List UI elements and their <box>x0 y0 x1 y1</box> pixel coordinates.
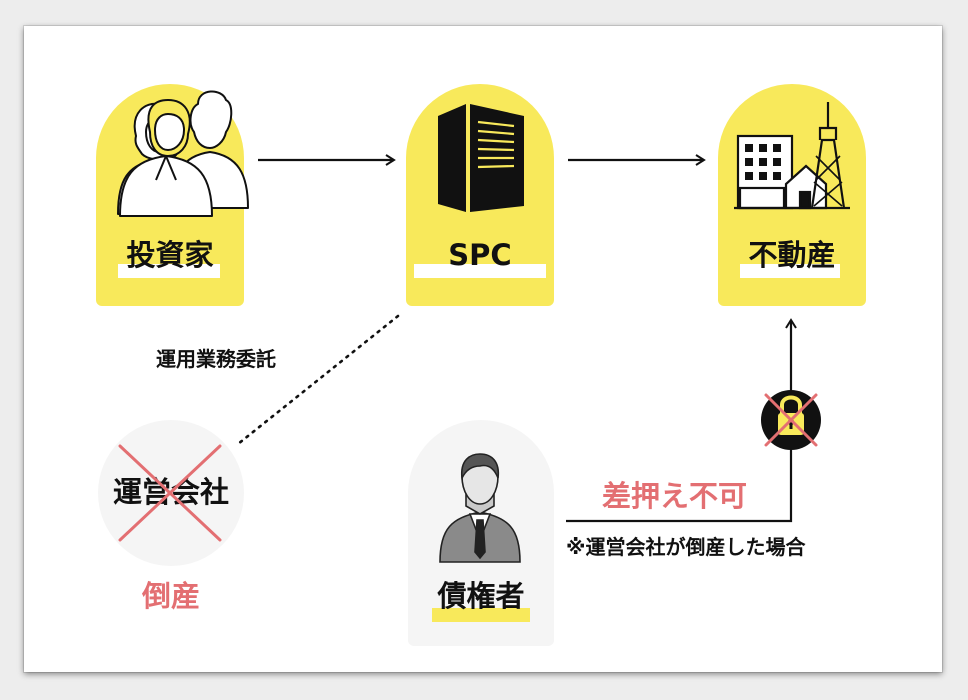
entrustment-label: 運用業務委託 <box>156 347 276 371</box>
operator-status: 倒産 <box>141 579 200 613</box>
seizure-label: 差押え不可 <box>602 479 748 513</box>
creditor-label: 債権者 <box>437 579 525 613</box>
investor-label: 投資家 <box>126 238 214 272</box>
building-icon <box>438 104 524 212</box>
spc-label-highlight <box>414 264 546 278</box>
operator-label: 運営会社 <box>112 475 229 509</box>
creditor-path <box>566 318 797 523</box>
businessman-icon <box>439 453 521 563</box>
creditor-label-highlight <box>432 608 530 622</box>
real-estate-label-highlight <box>740 264 840 278</box>
people-icon <box>117 90 249 217</box>
cross-icon <box>764 393 818 447</box>
seizure-note: ※運営会社が倒産した場合 <box>566 535 806 559</box>
real-estate-label: 不動産 <box>748 238 836 272</box>
investor-label-highlight <box>118 264 220 278</box>
spc-label: SPC <box>448 238 512 272</box>
entrustment-line <box>236 314 400 446</box>
city-icon <box>734 102 850 210</box>
